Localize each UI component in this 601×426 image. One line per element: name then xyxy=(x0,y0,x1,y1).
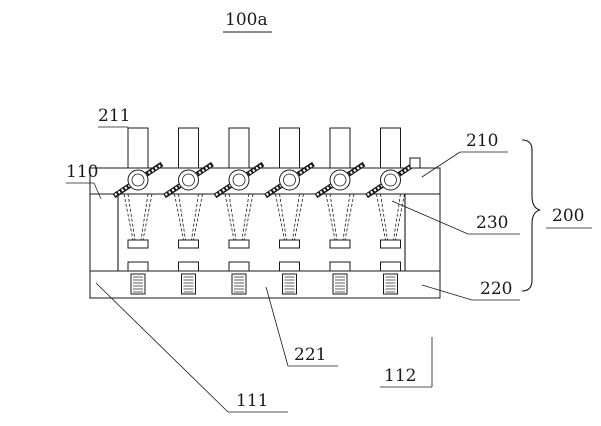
roller-circle xyxy=(280,170,300,190)
receiver-block xyxy=(330,262,350,271)
upper-column xyxy=(128,128,148,168)
leader-111 xyxy=(96,283,228,412)
nozzle-block xyxy=(330,240,350,248)
nozzle-block xyxy=(128,240,148,248)
nozzle-block xyxy=(280,240,300,248)
leader-210 xyxy=(422,152,460,177)
label-111: 111 xyxy=(236,391,268,411)
nozzle-block xyxy=(229,240,249,248)
receiver-block xyxy=(381,262,401,271)
assembly-bracket-200 xyxy=(522,140,540,291)
roller-circle xyxy=(381,170,401,190)
upper-column xyxy=(330,128,350,168)
label-200: 200 xyxy=(552,206,584,226)
upper-frame-tab xyxy=(410,158,420,168)
receiver-block xyxy=(280,262,300,271)
receiver-block xyxy=(179,262,199,271)
label-220: 220 xyxy=(480,279,512,299)
label-110: 110 xyxy=(66,162,98,182)
upper-column xyxy=(381,128,401,168)
label-230: 230 xyxy=(476,213,508,233)
label-221: 221 xyxy=(294,345,326,365)
roller-circle xyxy=(330,170,350,190)
roller-circle xyxy=(128,170,148,190)
roller-circle xyxy=(179,170,199,190)
upper-column xyxy=(179,128,199,168)
upper-column xyxy=(280,128,300,168)
label-112: 112 xyxy=(384,366,416,386)
receiver-block xyxy=(128,262,148,271)
frame-body-110 xyxy=(90,194,440,271)
upper-column xyxy=(229,128,249,168)
roller-circle xyxy=(229,170,249,190)
figure-title: 100a xyxy=(225,10,268,30)
label-210: 210 xyxy=(466,131,498,151)
leader-221 xyxy=(266,287,288,366)
nozzle-block xyxy=(381,240,401,248)
receiver-block xyxy=(229,262,249,271)
label-211: 211 xyxy=(98,106,130,126)
nozzle-block xyxy=(179,240,199,248)
